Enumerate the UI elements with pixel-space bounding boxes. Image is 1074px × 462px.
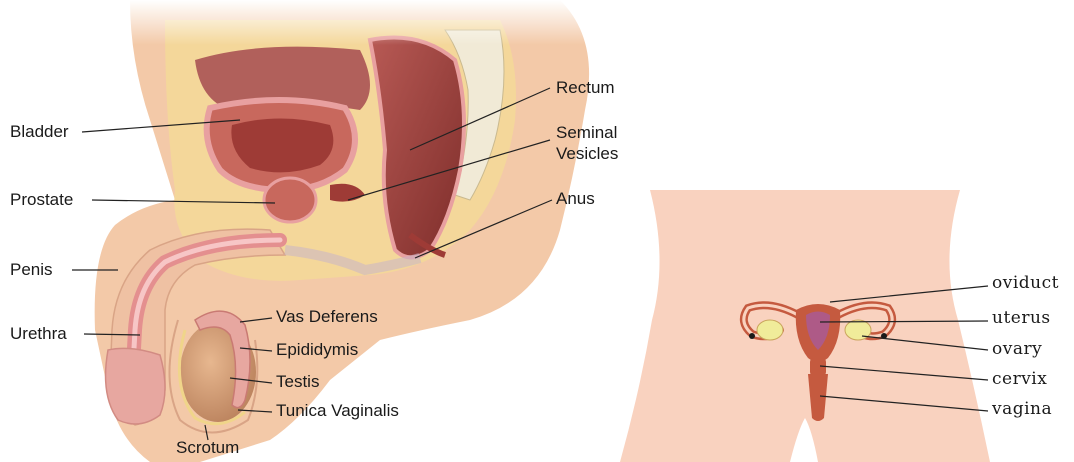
male-anatomy-illustration bbox=[0, 0, 640, 462]
leader-vagina bbox=[820, 396, 988, 411]
label-anus: Anus bbox=[556, 189, 595, 209]
label-vas-deferens: Vas Deferens bbox=[276, 307, 378, 327]
ovary-left bbox=[757, 320, 783, 340]
label-oviduct: oviduct bbox=[992, 274, 1059, 294]
leader-cervix bbox=[820, 366, 988, 380]
leg-gap bbox=[790, 418, 818, 462]
leader-uterus bbox=[820, 321, 988, 322]
label-testis: Testis bbox=[276, 372, 319, 392]
label-epididymis: Epididymis bbox=[276, 340, 358, 360]
label-bladder: Bladder bbox=[10, 122, 69, 142]
prostate-organ bbox=[264, 178, 316, 222]
label-scrotum: Scrotum bbox=[176, 438, 239, 458]
cervix-organ bbox=[810, 358, 826, 376]
glans bbox=[106, 348, 165, 424]
leader-oviduct bbox=[830, 286, 988, 302]
label-seminal-vesicles-line1: Seminal bbox=[556, 123, 617, 143]
uterus-organ bbox=[796, 304, 841, 362]
label-urethra: Urethra bbox=[10, 324, 67, 344]
label-seminal-vesicles-line2: Vesicles bbox=[556, 144, 618, 164]
vagina-organ bbox=[808, 374, 828, 421]
label-uterus: uterus bbox=[992, 309, 1051, 329]
label-ovary: ovary bbox=[992, 340, 1042, 360]
label-penis: Penis bbox=[10, 260, 53, 280]
leader-ovary bbox=[862, 336, 988, 350]
ovary-right bbox=[845, 320, 871, 340]
label-cervix: cervix bbox=[992, 370, 1047, 390]
label-rectum: Rectum bbox=[556, 78, 615, 98]
label-vagina: vagina bbox=[992, 400, 1052, 420]
oviduct-tube bbox=[744, 305, 798, 336]
label-prostate: Prostate bbox=[10, 190, 73, 210]
label-tunica-vaginalis: Tunica Vaginalis bbox=[276, 401, 399, 421]
female-body-silhouette bbox=[620, 190, 990, 462]
